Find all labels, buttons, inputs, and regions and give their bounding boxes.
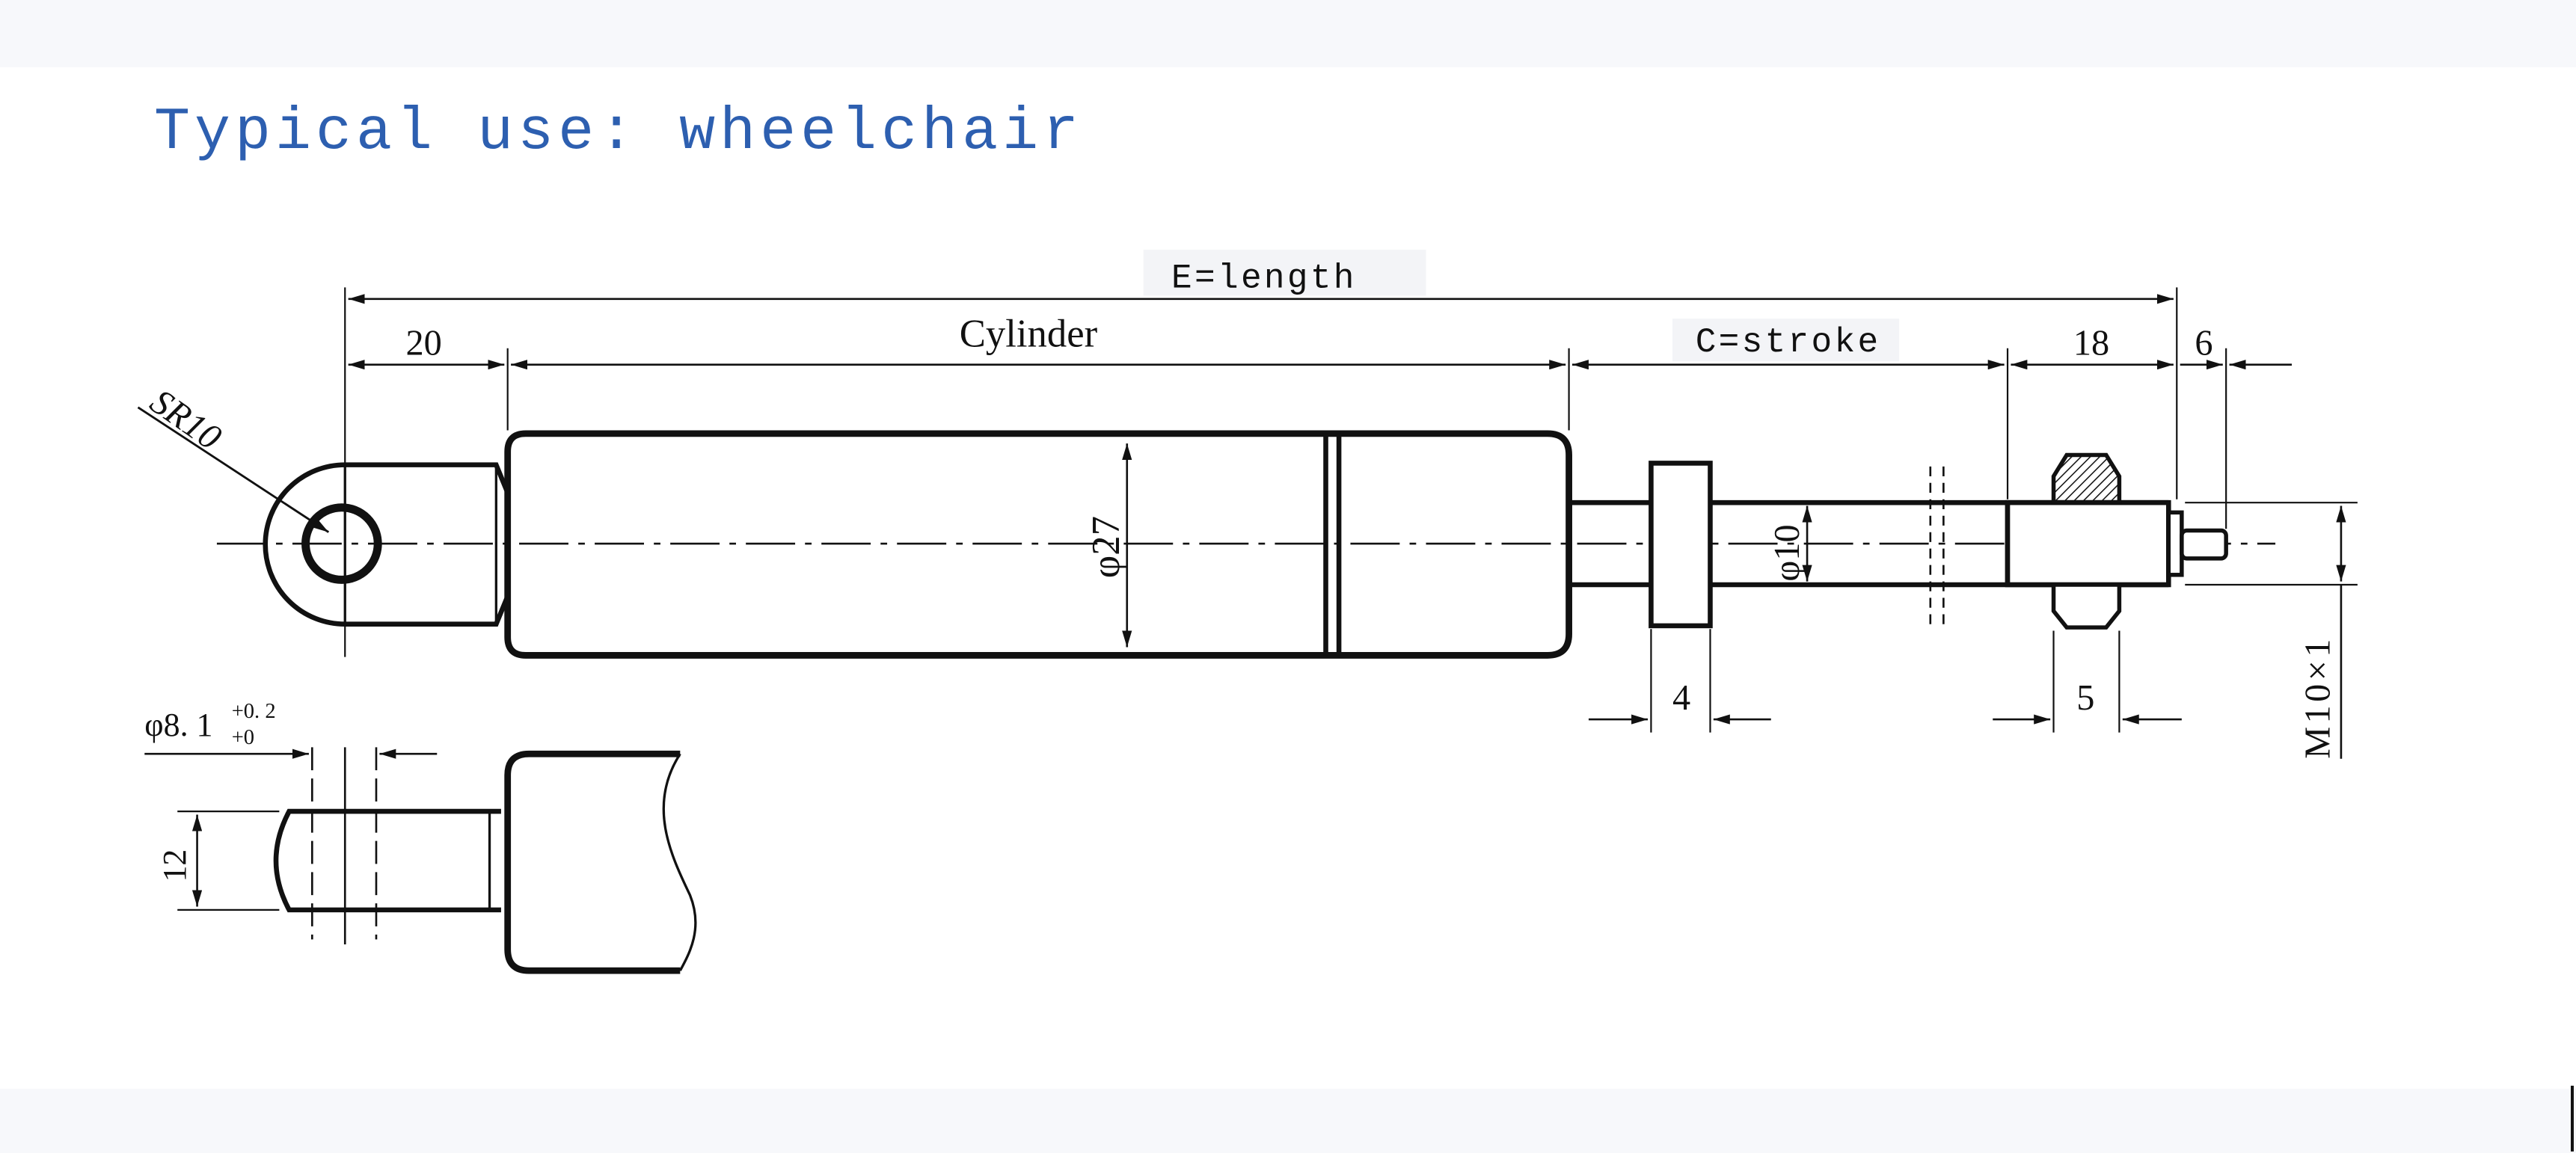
label-thread: M10×1: [2299, 636, 2338, 759]
label-cylinder-diameter: φ27: [1085, 516, 1128, 578]
label-tolerance-lower: +0: [232, 726, 254, 749]
label-hole-diameter: φ8. 1: [144, 707, 212, 743]
label-eye-offset: 20: [406, 323, 442, 363]
length-label-bg: [1143, 249, 1426, 296]
hex-nut-bottom: [2051, 582, 2122, 630]
label-stroke: C=stroke: [1696, 323, 1881, 362]
label-end-fitting: 18: [2073, 323, 2109, 363]
label-collar-width: 4: [1672, 678, 1690, 718]
label-tolerance-upper: +0. 2: [232, 700, 276, 723]
dimension-lines: [348, 294, 2346, 759]
label-rod-diameter: φ10: [1767, 524, 1807, 581]
bottom-band: [0, 1089, 2576, 1153]
label-overall-length: E=length: [1171, 259, 1357, 298]
label-eye-width: 12: [156, 849, 193, 882]
top-band: [0, 0, 2576, 67]
text-cursor: [2571, 1086, 2574, 1152]
extension-lines: [344, 287, 2358, 733]
cylinder-body: [504, 430, 1572, 659]
sr10-leader: [137, 406, 330, 533]
rod-collar: [1649, 461, 1713, 629]
label-cylinder: Cylinder: [960, 313, 1098, 356]
stroke-label-bg: [1672, 319, 1900, 362]
hex-nut-section: [2051, 452, 2122, 505]
label-nut-width: 5: [2076, 678, 2094, 718]
eye-side-view: [177, 747, 697, 974]
label-pin-length: 6: [2195, 323, 2212, 363]
label-sphere-radius: SR10: [143, 381, 228, 458]
eye-side-dimensions: [144, 748, 438, 907]
page-title: Typical use: wheelchair: [154, 99, 1084, 167]
end-fitting: [2005, 452, 2228, 630]
